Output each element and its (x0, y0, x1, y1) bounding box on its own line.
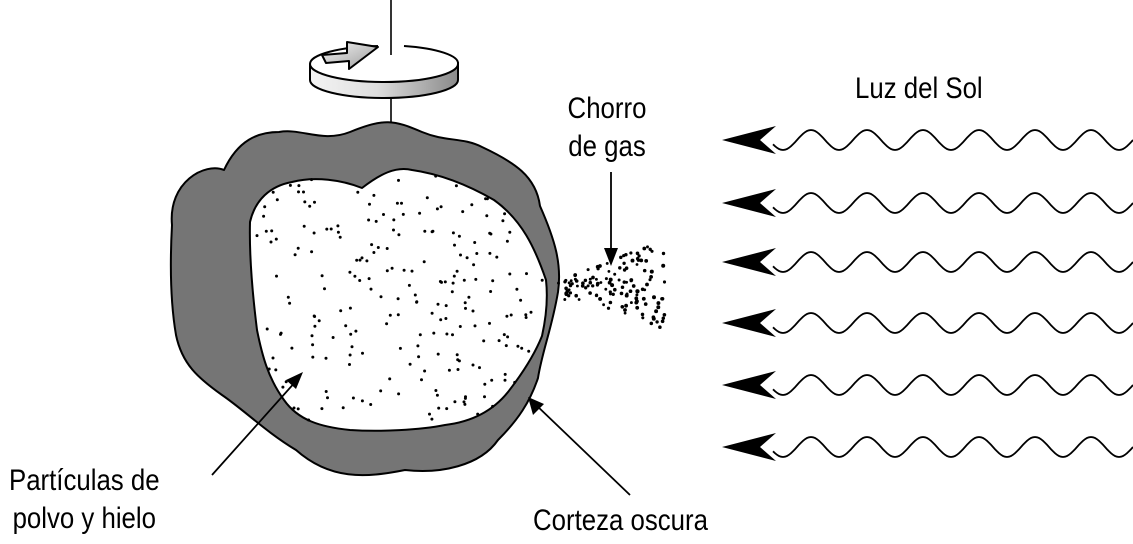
particles-line-2: polvo y hielo (12, 502, 156, 535)
wavy-arrow-icon (772, 251, 1133, 273)
wavy-arrow-icon (772, 312, 1133, 334)
sunlight-text: Luz del Sol (855, 72, 983, 105)
wavy-arrow-icon (772, 436, 1133, 458)
particles-line-1: Partículas de (8, 464, 160, 497)
crust-text: Corteza oscura (533, 504, 708, 537)
wavy-arrow-icon (772, 374, 1133, 396)
dust-particles (255, 174, 544, 422)
crust-label: Corteza oscura (533, 502, 708, 540)
crust-pointer (528, 397, 631, 496)
wavy-arrow-icon (772, 129, 1133, 151)
arrowhead-icon (722, 189, 776, 217)
gas-jet-line-1: Chorro (567, 92, 647, 125)
wavy-arrow-icon (772, 192, 1133, 214)
rotation-arrow-icon (308, 41, 460, 99)
arrowhead-icon (722, 126, 776, 154)
arrowhead-icon (722, 433, 776, 461)
sunlight-label: Luz del Sol (855, 70, 983, 108)
sunlight-rays (722, 126, 1133, 461)
gas-jet-pointer (604, 172, 618, 266)
particles-label: Partículas de polvo y hielo (0, 462, 169, 538)
particles-pointer (211, 372, 303, 476)
arrowhead-icon (722, 248, 776, 276)
gas-jet-spray (557, 245, 667, 329)
gas-jet-line-2: de gas (568, 130, 646, 163)
arrowhead-icon (722, 309, 776, 337)
arrowhead-icon (722, 371, 776, 399)
gas-jet-label: Chorro de gas (560, 90, 655, 166)
